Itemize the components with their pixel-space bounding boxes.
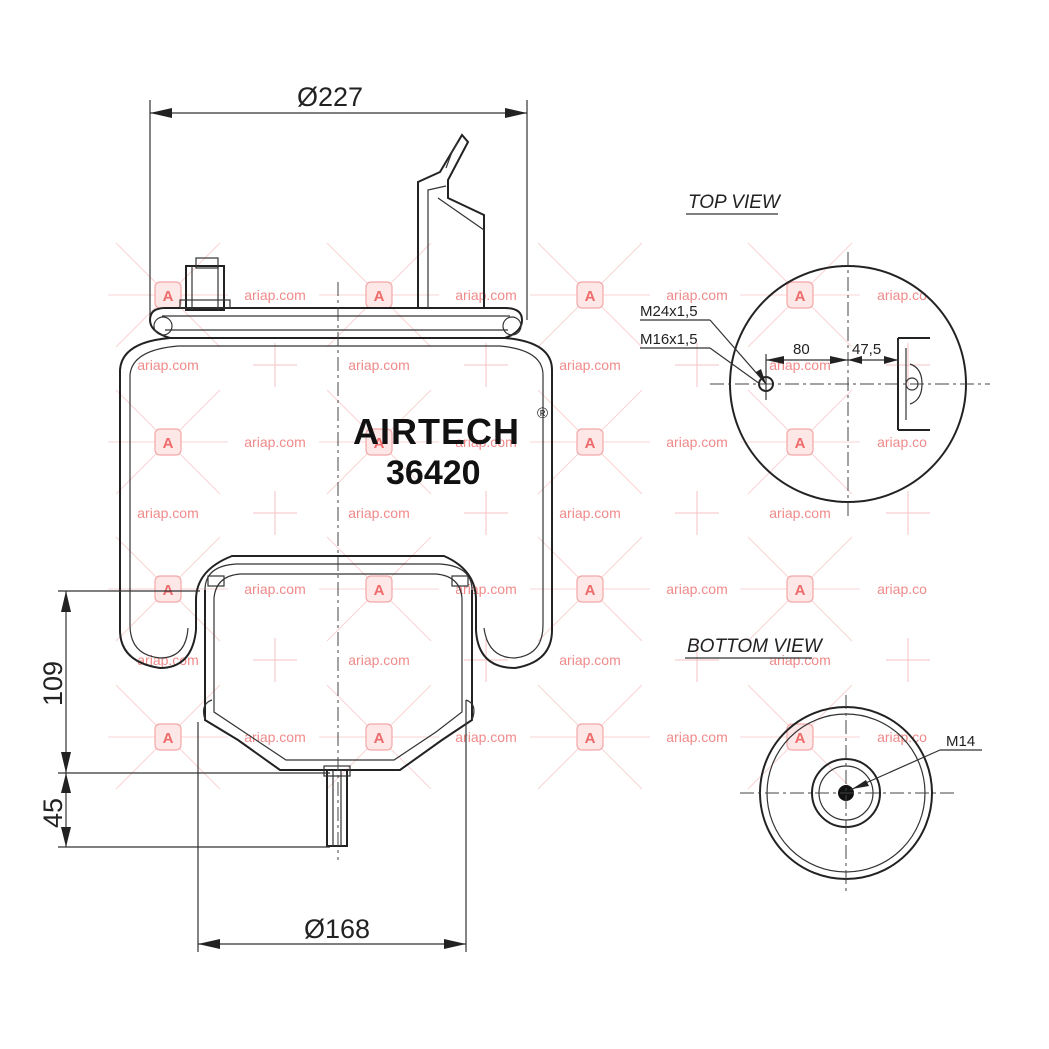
dimension-top-diameter: Ø227 — [149, 82, 528, 320]
dimension-height-109: 109 — [38, 590, 330, 774]
watermark-text: ariap.com — [137, 505, 198, 521]
watermark-logo — [154, 575, 182, 603]
watermark-text: ariap.com — [769, 357, 830, 373]
watermark-text: ariap.com — [769, 652, 830, 668]
brand-name: AIRTECH — [353, 411, 520, 452]
watermark-logo-letter: A — [163, 730, 174, 747]
watermark-text: ariap.com — [666, 729, 727, 745]
watermark-cross — [886, 491, 930, 535]
watermark-logo — [154, 723, 182, 751]
watermark-text: ariap.com — [559, 505, 620, 521]
spacing-80-label: 80 — [793, 341, 810, 358]
watermark-text: ariap.com — [137, 652, 198, 668]
bottom-diameter-label: Ø168 — [304, 914, 370, 944]
watermark-logo-letter: A — [585, 435, 596, 452]
piston — [195, 555, 477, 771]
watermark-text: ariap.com — [348, 357, 409, 373]
watermark-cross — [886, 638, 930, 682]
watermark-cross — [464, 343, 508, 387]
registered-mark: ® — [537, 405, 548, 422]
watermark-text: ariap.com — [455, 729, 516, 745]
watermark-text: ariap.com — [244, 581, 305, 597]
watermark-text-clipped: ariap.co — [877, 434, 927, 450]
watermark-text: ariap.com — [559, 357, 620, 373]
watermark-logo-letter: A — [163, 435, 174, 452]
thread-m14-label: M14 — [946, 733, 975, 750]
watermark-logo-letter: A — [795, 288, 806, 305]
watermark-cross — [464, 638, 508, 682]
bottom-stud — [323, 765, 351, 847]
watermark-logo — [365, 723, 393, 751]
watermark-cross — [253, 491, 297, 535]
watermark-logo — [786, 575, 814, 603]
watermark-text: ariap.com — [244, 729, 305, 745]
watermark-text-clipped: ariap.co — [877, 287, 927, 303]
watermark-text: ariap.com — [455, 434, 516, 450]
watermark-text: ariap.com — [244, 287, 305, 303]
watermark-cross — [253, 343, 297, 387]
top-diameter-label: Ø227 — [297, 82, 363, 112]
watermark-text: ariap.com — [137, 357, 198, 373]
watermark-text: ariap.com — [666, 581, 727, 597]
bottom-view-title: BOTTOM VIEW — [687, 636, 824, 657]
watermark-cross — [886, 343, 930, 387]
watermark-text: ariap.com — [769, 505, 830, 521]
dimension-bottom-diameter: Ø168 — [197, 700, 467, 952]
spacing-47-5-label: 47,5 — [852, 341, 881, 358]
watermark-text: ariap.com — [348, 505, 409, 521]
watermark-text: ariap.com — [559, 652, 620, 668]
height-45-label: 45 — [38, 798, 68, 828]
bottom-view: BOTTOM VIEW M14 — [685, 636, 982, 895]
watermark-logo — [365, 575, 393, 603]
watermark-logo-letter: A — [374, 582, 385, 599]
thread-m24-label: M24x1,5 — [640, 303, 698, 320]
top-left-stud — [179, 257, 231, 311]
watermark-logo — [365, 428, 393, 456]
watermark-logo — [154, 428, 182, 456]
watermark-logo-letter: A — [585, 288, 596, 305]
watermark-text: ariap.com — [666, 287, 727, 303]
watermark-text-clipped: ariap.co — [877, 581, 927, 597]
air-fitting — [417, 133, 485, 308]
watermark-logo-letter: A — [795, 435, 806, 452]
watermark-logo — [786, 428, 814, 456]
watermark-logo-letter: A — [585, 582, 596, 599]
top-view: TOP VIEW 80 47,5 M24x1,5 M16x1,5 — [640, 192, 990, 520]
watermark-logo-letter: A — [163, 288, 174, 305]
watermark-cross — [464, 491, 508, 535]
watermark-logo-letter: A — [374, 435, 385, 452]
thread-m16-label: M16x1,5 — [640, 331, 698, 348]
watermark-text: ariap.com — [244, 434, 305, 450]
part-number: 36420 — [386, 454, 481, 492]
side-view: Ø227 — [38, 82, 553, 952]
watermark-logo-letter: A — [374, 730, 385, 747]
watermark-logo — [576, 281, 604, 309]
watermark-logo-letter: A — [795, 730, 806, 747]
watermark-cross — [675, 638, 719, 682]
watermark-text: ariap.com — [455, 581, 516, 597]
dimension-height-45: 45 — [38, 773, 330, 848]
watermark-logo — [576, 428, 604, 456]
watermark-logo — [786, 723, 814, 751]
watermark-logo-letter: A — [795, 582, 806, 599]
height-109-label: 109 — [38, 661, 68, 706]
watermark-cross — [253, 638, 297, 682]
watermark-cross — [675, 343, 719, 387]
watermark-cross — [675, 491, 719, 535]
watermark-logo — [576, 575, 604, 603]
watermark-logo-letter: A — [585, 730, 596, 747]
watermark-logo — [786, 281, 814, 309]
watermark-text: ariap.com — [348, 652, 409, 668]
watermark-logo — [576, 723, 604, 751]
watermark-text: ariap.com — [455, 287, 516, 303]
watermark-text: ariap.com — [666, 434, 727, 450]
watermark-logo-letter: A — [374, 288, 385, 305]
top-view-title: TOP VIEW — [688, 192, 782, 213]
